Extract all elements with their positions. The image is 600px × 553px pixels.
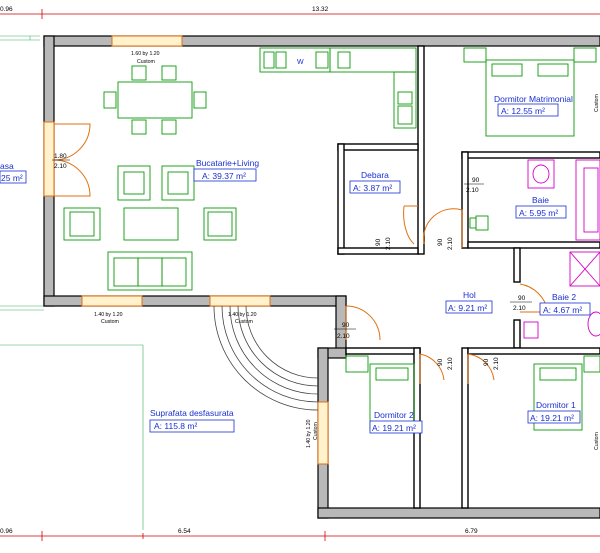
master-bed: [463, 47, 597, 137]
door-debara-b-h: 2.10: [447, 237, 454, 250]
window-bl-size: 1.40 by 1.20: [94, 312, 123, 318]
inner-walls: [337, 45, 600, 509]
dimension-lines: [0, 9, 600, 541]
dim-top-left: 0.96: [0, 6, 13, 13]
terrace-outline: [0, 35, 144, 530]
kitchen-counter: [259, 47, 417, 129]
window-bottom-left: [81, 295, 143, 307]
door-debara-h: 2.10: [385, 237, 392, 250]
room-dormitor-matrimonial-name: Dormitor Matrimonial: [494, 94, 573, 104]
room-baie2-name: Baie 2: [552, 292, 576, 302]
window-v-size: 1.40 by 1.20: [306, 419, 312, 448]
door-baie-h: 2.10: [466, 187, 479, 194]
door-main-h: 2.10: [54, 163, 67, 170]
dim-bottom-mid: 6.54: [178, 528, 191, 535]
living-set: [63, 165, 237, 291]
door-arcs: [53, 123, 549, 384]
dim-bottom-left: 0.96: [0, 528, 13, 535]
door-main-frame: [43, 121, 55, 197]
door-baie2-w: 90: [518, 295, 526, 302]
custom-right-1: Custom: [594, 94, 600, 112]
room-dormitor2-name: Dormitor 2: [374, 410, 414, 420]
room-baie-name: Baie: [532, 195, 549, 205]
room-labels: [0, 103, 591, 434]
room-dormitor1-name: Dormitor 1: [536, 400, 576, 410]
door-debara-w: 90: [375, 238, 382, 246]
room-casa-area: 25 m²: [1, 173, 23, 183]
appliance-w: W: [297, 59, 304, 66]
room-debara-name: Debara: [361, 170, 389, 180]
baie-fixtures: [523, 159, 600, 339]
room-casa-name: asa: [0, 161, 14, 171]
window-bl-type: Custom: [101, 319, 119, 325]
bed-dormitor-1: [533, 355, 600, 431]
door-d2-w: 90: [437, 358, 444, 366]
door-d1-w: 90: [483, 358, 490, 366]
door-d1-h: 2.10: [493, 357, 500, 370]
room-hol-area: A: 9.21 m²: [448, 303, 487, 313]
window-br-size: 1.40 by 1.20: [228, 312, 257, 318]
room-baie2-area: A: 4.67 m²: [543, 305, 582, 315]
windows: [43, 35, 329, 465]
dining-set: [103, 65, 207, 135]
window-bottom-right: [209, 295, 271, 307]
room-dormitor-matrimonial-area: A: 12.55 m²: [501, 106, 545, 116]
custom-right-2: Custom: [594, 432, 600, 450]
room-bucatarie-name: Bucatarie+Living: [196, 158, 259, 168]
room-suprafata-area: A: 115.8 m²: [154, 421, 197, 431]
door-baie2-h: 2.10: [513, 305, 526, 312]
room-dormitor2-area: A: 19.21 m²: [372, 423, 416, 433]
room-baie-area: A: 5.95 m²: [519, 208, 558, 218]
window-br-type: Custom: [235, 319, 253, 325]
door-hall-a-h: 2.10: [337, 333, 350, 340]
door-main-w: 1.80: [54, 153, 67, 160]
window-v-type: Custom: [313, 422, 319, 440]
room-hol-name: Hol: [463, 290, 476, 300]
room-bucatarie-area: A: 39.37 m²: [202, 171, 246, 181]
window-top-type: Custom: [137, 59, 155, 65]
window-vertical: [317, 401, 329, 465]
room-debara-area: A: 3.87 m²: [353, 183, 392, 193]
room-dormitor1-area: A: 19.21 m²: [530, 413, 574, 423]
toilet-icons: [469, 215, 489, 231]
window-top-size: 1.60 by 1.20: [131, 51, 160, 57]
door-baie-w: 90: [472, 177, 480, 184]
door-hall-a-w: 90: [342, 322, 350, 329]
entry-steps: [213, 305, 319, 411]
dim-top-mid: 13.32: [312, 6, 329, 13]
door-d2-h: 2.10: [447, 357, 454, 370]
dim-bottom-right: 6.79: [465, 528, 478, 535]
window-top: [111, 35, 183, 47]
door-debara-b-w: 90: [437, 238, 444, 246]
room-suprafata-name: Suprafata desfasurata: [150, 408, 234, 418]
